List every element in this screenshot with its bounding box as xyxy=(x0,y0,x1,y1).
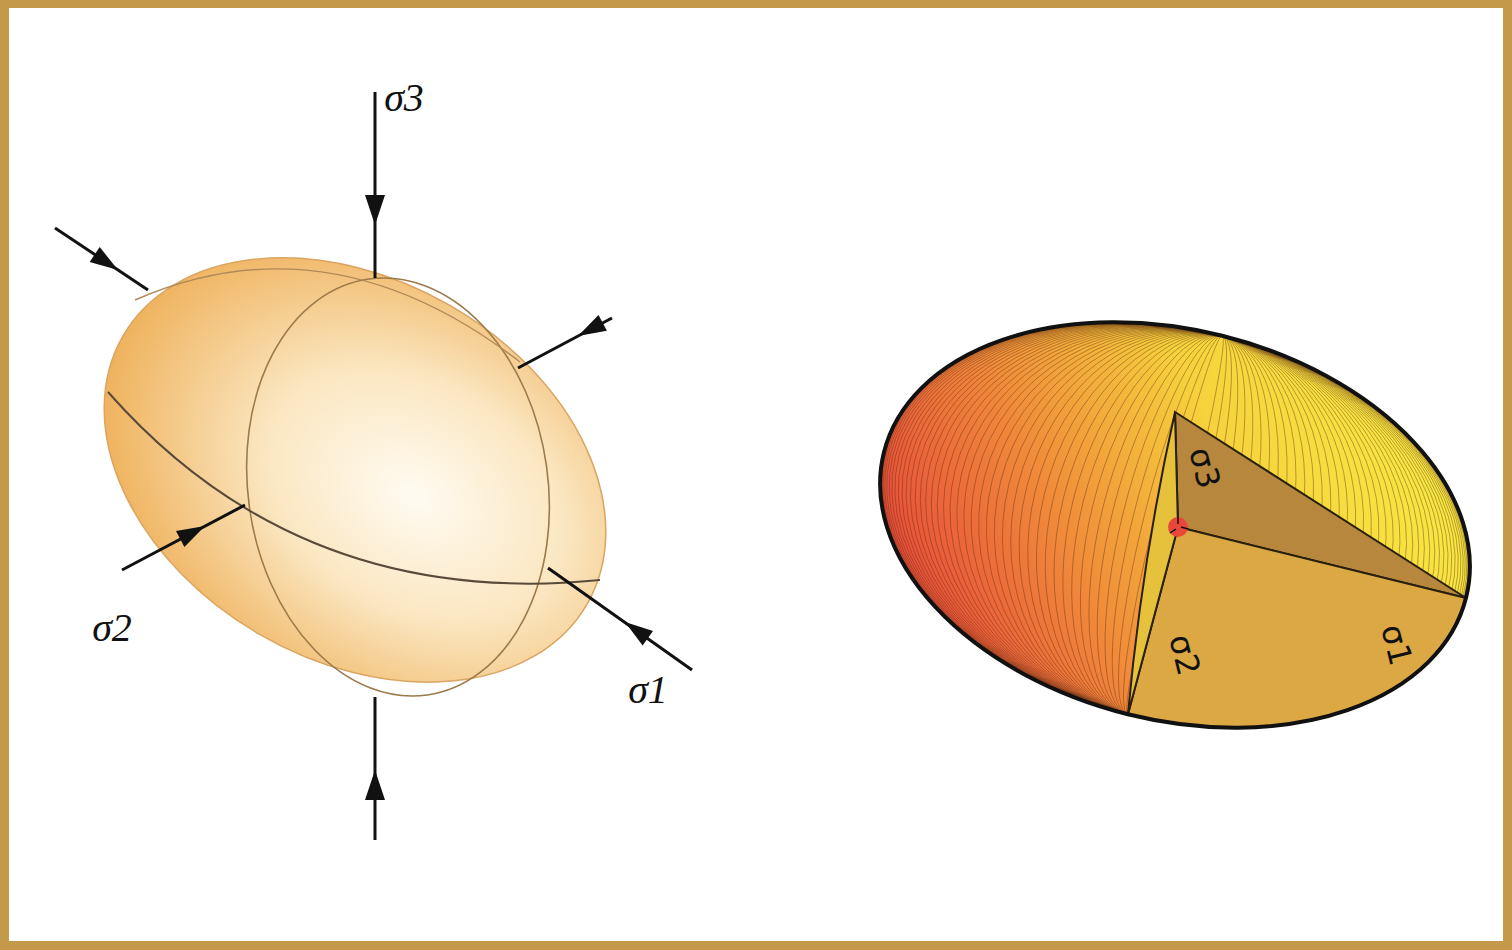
cutaway-outline xyxy=(837,263,1512,787)
stress-ellipsoid xyxy=(28,171,682,768)
section-curve xyxy=(135,269,520,362)
stress-axis-label-holder: σ2 xyxy=(92,606,132,650)
stress-axis-label: σ1 xyxy=(1374,621,1418,669)
arrow-head xyxy=(365,195,385,225)
meridian-hatching xyxy=(837,263,1512,786)
stress-axis-label-holder: σ1 xyxy=(628,668,668,712)
arrow-heads xyxy=(90,195,653,800)
stress-arrows xyxy=(55,92,692,840)
hatch-stroke xyxy=(837,263,1512,786)
hatch-stroke xyxy=(849,266,1502,784)
hatch-stroke xyxy=(846,265,1504,784)
hatch-stroke xyxy=(863,270,1487,780)
meridian-curve xyxy=(220,258,576,716)
arrow-line xyxy=(548,568,692,670)
stress-axis-label: σ2 xyxy=(1162,631,1206,679)
arrow-head xyxy=(90,247,118,270)
hatch-stroke xyxy=(838,264,1511,787)
cutaway-ellipsoid xyxy=(837,263,1512,787)
stress-axis-label-holder: σ3 xyxy=(384,76,424,120)
hatch-stroke xyxy=(840,264,1511,786)
arrow-head xyxy=(578,315,607,336)
hatch-stroke xyxy=(872,272,1477,778)
hatch-stroke xyxy=(855,268,1495,782)
hatch-stroke xyxy=(868,271,1483,779)
arrow-line xyxy=(374,92,377,278)
arrow-head xyxy=(176,526,205,547)
hatch-stroke xyxy=(877,273,1472,776)
center-point xyxy=(1168,517,1188,537)
arrow-line xyxy=(122,505,245,570)
hatch-stroke xyxy=(837,263,1512,786)
hatch-stroke xyxy=(859,269,1491,782)
stress-axis-label: σ3 xyxy=(384,76,424,120)
stress-axis-label-holder: σ2 xyxy=(1162,631,1206,679)
stress-axis-label-holder: σ3 xyxy=(1182,444,1226,492)
arrow-line xyxy=(55,228,148,290)
stress-axis-label-holder: σ1 xyxy=(1374,621,1418,669)
center-arrows xyxy=(1170,517,1188,533)
hatch-stroke xyxy=(852,267,1499,783)
arrow-head xyxy=(365,770,385,800)
hatch-stroke xyxy=(843,265,1506,785)
stress-axis-label: σ2 xyxy=(92,606,132,650)
tiny-arrow xyxy=(1177,517,1179,524)
tiny-arrow xyxy=(1181,527,1188,529)
hatch-stroke xyxy=(841,264,1508,785)
stress-axis-label: σ1 xyxy=(628,668,668,712)
arrow-head xyxy=(625,622,653,646)
hatch-stroke xyxy=(883,275,1467,776)
stress-axis-label: σ3 xyxy=(1182,444,1226,492)
equator-curve xyxy=(108,392,600,584)
tiny-arrow xyxy=(1170,529,1176,533)
cut-face-lower xyxy=(1128,527,1466,727)
arrow-line xyxy=(374,697,377,840)
